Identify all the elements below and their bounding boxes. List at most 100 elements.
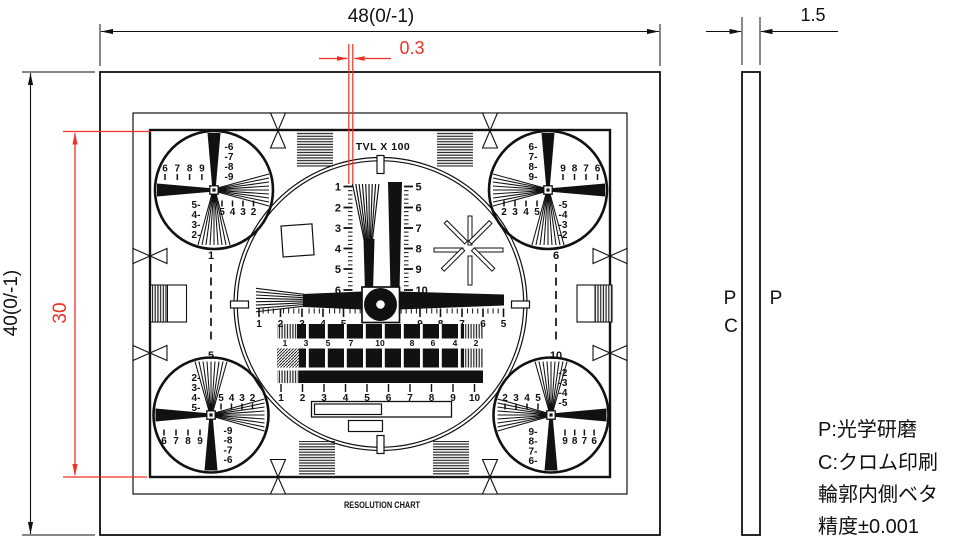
- note-line: P:光学研磨: [818, 418, 917, 441]
- chart-number: 2: [474, 338, 479, 348]
- chart-number: 2: [335, 203, 341, 215]
- line-mark: [497, 416, 547, 432]
- chart-number: 8: [572, 436, 578, 447]
- arrowhead-icon: [337, 56, 348, 61]
- polygon-mark: [555, 408, 607, 422]
- star-icon: [433, 215, 504, 286]
- line-mark: [197, 194, 213, 246]
- reference-square: [280, 223, 315, 258]
- rect-mark: [306, 324, 309, 345]
- line-mark: [218, 177, 270, 189]
- chart-number: 4: [524, 393, 530, 404]
- chart-number: -5: [559, 398, 568, 409]
- chart-number: -2: [559, 230, 568, 241]
- chart-number: -8: [225, 162, 234, 173]
- polygon-mark: [148, 247, 168, 265]
- line-mark: [551, 361, 556, 411]
- chart-number: 5: [341, 319, 347, 330]
- line-mark: [212, 361, 228, 411]
- dimension-width: 48(0/-1): [99, 6, 661, 66]
- line-mark: [255, 303, 305, 309]
- rect-mark: [363, 324, 366, 345]
- rect-mark: [458, 348, 461, 368]
- polygon-mark: [132, 247, 152, 265]
- chart-number: 9: [199, 164, 205, 175]
- line-mark: [255, 302, 305, 306]
- line-mark: [531, 194, 547, 246]
- polygon-mark: [481, 112, 499, 132]
- line-mark: [198, 361, 210, 411]
- chart-number: 2: [251, 207, 257, 218]
- line-mark: [371, 183, 380, 242]
- rect-mark: [382, 324, 385, 345]
- chart-number: -7: [224, 445, 233, 456]
- line-mark: [218, 190, 270, 199]
- line-mark: [206, 361, 211, 411]
- line-mark: [534, 361, 550, 411]
- line-mark: [497, 415, 547, 424]
- chart-number: 5: [208, 350, 214, 362]
- chart-number: 6: [162, 164, 168, 175]
- main-circle: TVL X 100: [229, 141, 531, 455]
- chart-number: 4: [229, 393, 235, 404]
- chart-number: 8: [416, 244, 422, 256]
- line-mark: [492, 177, 544, 189]
- polygon-mark: [269, 475, 287, 495]
- line-mark: [255, 297, 305, 300]
- line-mark: [358, 183, 367, 242]
- line-mark: [552, 361, 568, 411]
- arrowhead-icon: [101, 28, 113, 35]
- line-mark: [492, 191, 544, 203]
- polygon-mark: [204, 419, 218, 471]
- chart-number: 10: [375, 338, 385, 348]
- chart-number: 3-: [192, 383, 201, 394]
- chart-number: 5: [326, 338, 331, 348]
- chart-number: 4-: [192, 210, 201, 221]
- line-mark: [549, 194, 561, 246]
- rect-mark: [306, 348, 309, 368]
- chart-number: 5: [416, 182, 422, 194]
- circle-mark: [492, 356, 610, 474]
- thickness-label: 1.5: [800, 5, 825, 25]
- chart-number: -6: [224, 455, 233, 466]
- chart-number: 4: [230, 207, 236, 218]
- line-mark: [209, 194, 214, 246]
- chart-number: 1: [278, 393, 284, 404]
- line-mark: [355, 183, 366, 242]
- line-mark: [552, 361, 564, 411]
- line-mark: [255, 291, 305, 297]
- line-mark: [214, 194, 223, 246]
- chart-number: 10: [416, 285, 428, 297]
- polygon-mark: [552, 183, 605, 197]
- plate-height-label: 40(0/-1): [1, 270, 22, 337]
- circle-mark: [152, 356, 270, 474]
- rect-mark: [344, 324, 347, 345]
- circle-mark: [487, 129, 609, 251]
- note-line: 輪郭内側ベタ: [818, 483, 938, 506]
- arrowhead-icon: [353, 56, 365, 61]
- line-mark: [215, 416, 265, 432]
- chart-number: 9: [450, 393, 456, 404]
- chart-number: 6: [335, 285, 341, 297]
- chart-number: 9: [416, 264, 422, 276]
- generated-details: 1561015263748596101234598765135710864212…: [132, 112, 628, 495]
- polygon-mark: [592, 344, 612, 362]
- line-mark: [492, 181, 544, 190]
- chart-number: 2: [501, 207, 507, 218]
- chart-number: 1: [335, 182, 341, 194]
- line-mark: [215, 194, 231, 246]
- chart-number: 2: [300, 393, 306, 404]
- chart-number: 9: [562, 436, 568, 447]
- rect-mark: [439, 324, 442, 345]
- line-mark: [218, 191, 270, 203]
- surface-label-p-left: P: [724, 288, 737, 309]
- chart-number: 8: [410, 338, 415, 348]
- arrowhead-icon: [72, 132, 78, 145]
- rect-mark: [212, 188, 216, 192]
- dashed-lines: [210, 264, 557, 345]
- line-mark: [215, 415, 265, 420]
- line-mark: [255, 300, 305, 303]
- line-mark: [212, 361, 224, 411]
- line-mark: [542, 361, 551, 411]
